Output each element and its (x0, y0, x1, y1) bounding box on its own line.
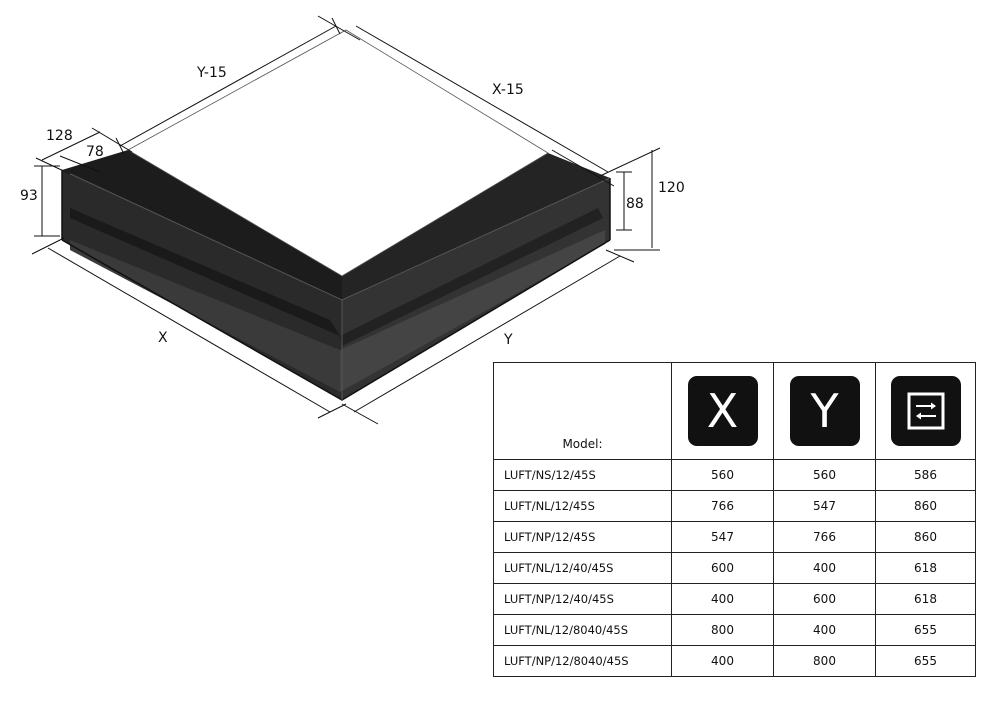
label-y: Y (503, 332, 513, 348)
x-value-cell: 400 (671, 583, 774, 615)
model-cell: LUFT/NL/12/40/45S (493, 552, 672, 584)
label-x: X (158, 330, 168, 346)
x-value-cell: 547 (671, 521, 774, 553)
label-88: 88 (626, 196, 644, 212)
y-value-cell: 766 (773, 521, 876, 553)
y-value-cell: 547 (773, 490, 876, 522)
frame-value-cell: 860 (875, 521, 976, 553)
duct-top-rim-left (62, 150, 342, 300)
frame-value-cell: 586 (875, 459, 976, 491)
x-value-cell: 766 (671, 490, 774, 522)
y-value-cell: 600 (773, 583, 876, 615)
x-value-cell: 800 (671, 614, 774, 646)
x-value-cell: 400 (671, 645, 774, 677)
x-badge: X (687, 376, 758, 446)
model-cell: LUFT/NL/12/8040/45S (493, 614, 672, 646)
duct-top-opening (127, 29, 549, 277)
header-frame-cell (875, 362, 976, 460)
frame-value-cell: 618 (875, 583, 976, 615)
duct-top-rim-right (342, 153, 610, 300)
y-value-cell: 560 (773, 459, 876, 491)
x-value-cell: 600 (671, 552, 774, 584)
dimension-lines (31, 15, 661, 425)
y-value-cell: 400 (773, 614, 876, 646)
duct-body (61, 29, 611, 401)
duct-lower-panel-left (70, 240, 340, 392)
table-header-row: Model: X Y (493, 362, 976, 460)
dimension-labels: Y-15 X-15 128 78 93 120 88 X Y (20, 65, 685, 348)
frame-value-cell: 618 (875, 552, 976, 584)
y-badge: Y (789, 376, 860, 446)
model-cell: LUFT/NP/12/45S (493, 521, 672, 553)
model-cell: LUFT/NP/12/8040/45S (493, 645, 672, 677)
frame-value-cell: 655 (875, 614, 976, 646)
header-x-cell: X (671, 362, 774, 460)
duct-groove-left (70, 208, 340, 336)
model-cell: LUFT/NP/12/40/45S (493, 583, 672, 615)
duct-lower-panel-right (340, 230, 605, 392)
header-y-cell: Y (773, 362, 876, 460)
frame-value-cell: 655 (875, 645, 976, 677)
label-x-minus-15: X-15 (492, 82, 524, 98)
model-header: Model: (493, 362, 672, 460)
x-value-cell: 560 (671, 459, 774, 491)
model-cell: LUFT/NS/12/45S (493, 459, 672, 491)
label-93: 93 (20, 188, 38, 204)
label-y-minus-15: Y-15 (196, 65, 227, 81)
label-128: 128 (46, 128, 73, 144)
label-120: 120 (658, 180, 685, 196)
y-value-cell: 800 (773, 645, 876, 677)
frame-value-cell: 860 (875, 490, 976, 522)
y-value-cell: 400 (773, 552, 876, 584)
model-cell: LUFT/NL/12/45S (493, 490, 672, 522)
frame-arrows-icon (890, 376, 961, 446)
duct-groove-right (340, 208, 603, 346)
label-78: 78 (86, 144, 104, 160)
